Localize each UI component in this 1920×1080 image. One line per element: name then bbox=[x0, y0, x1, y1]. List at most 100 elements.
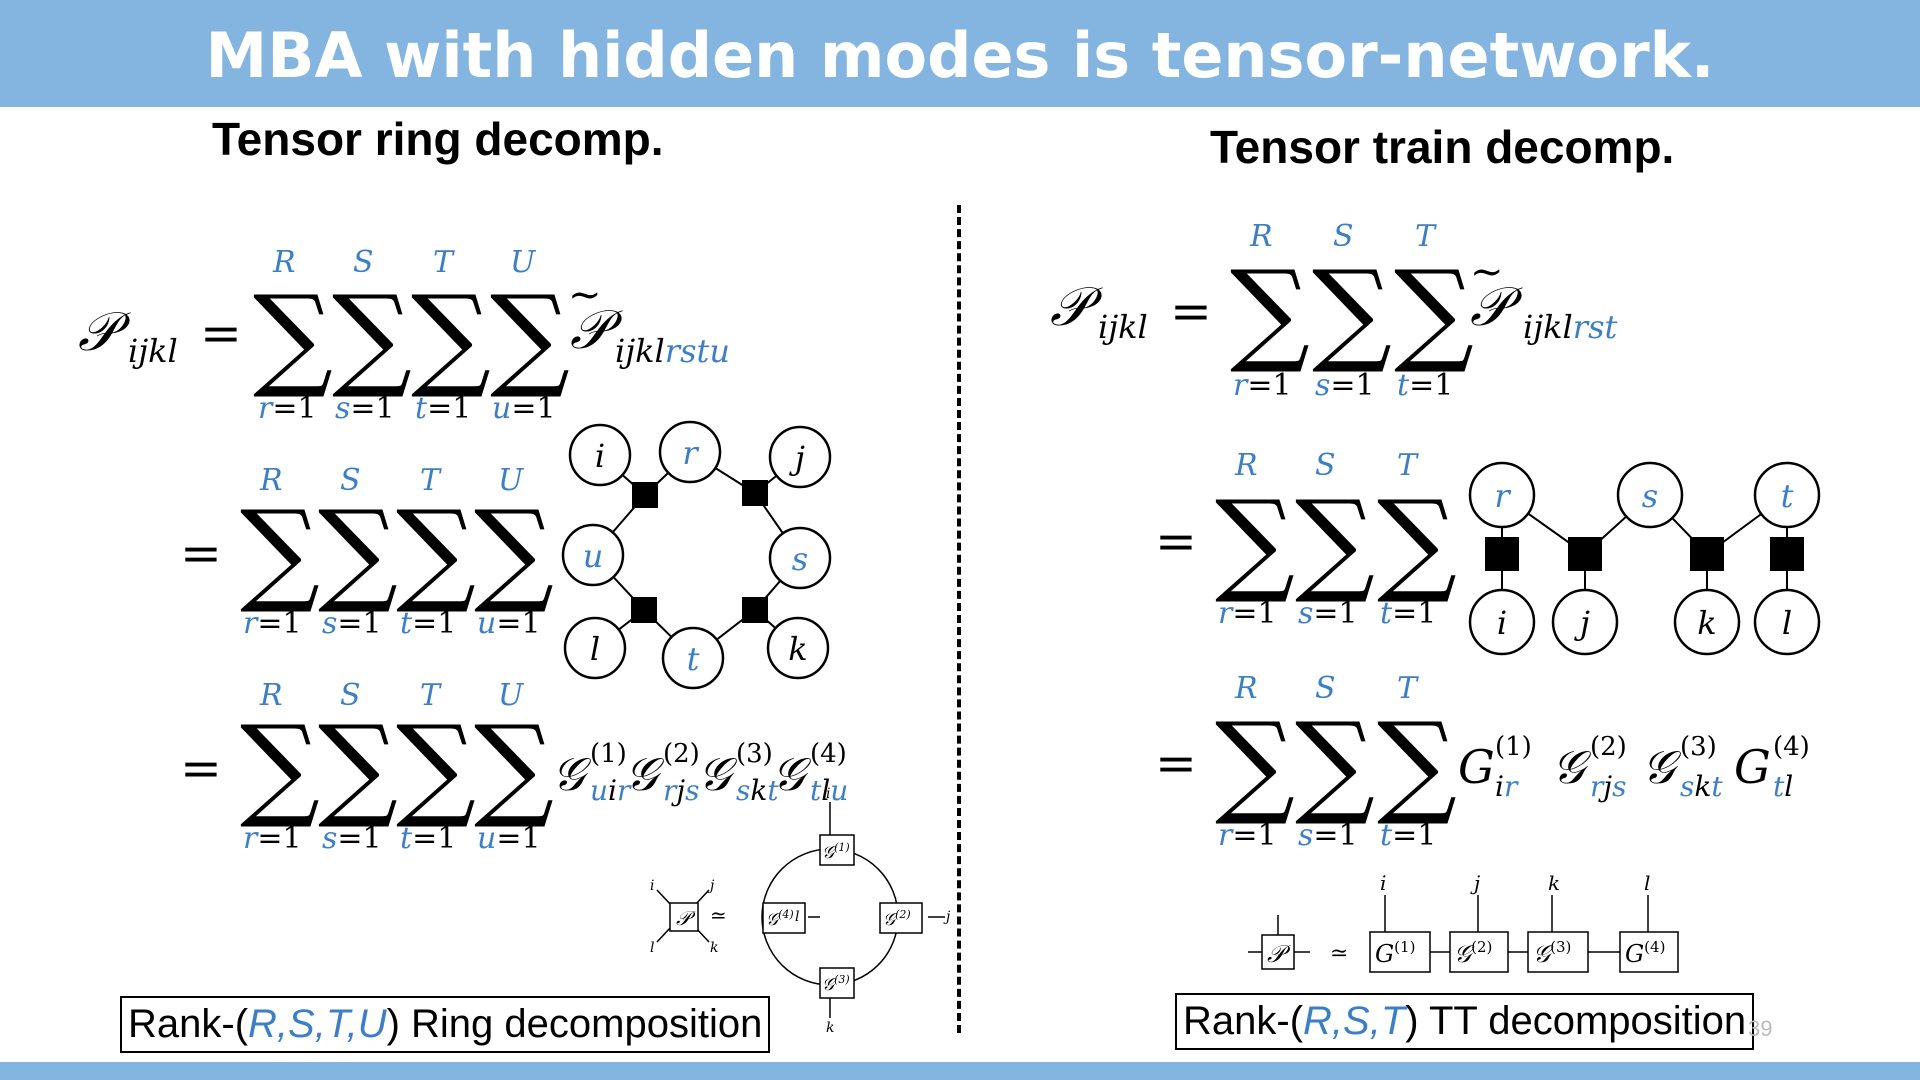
svg-text:S: S bbox=[353, 245, 374, 280]
svg-text:(3): (3) bbox=[1680, 732, 1717, 762]
svg-text:i: i bbox=[595, 437, 605, 475]
svg-text:(3): (3) bbox=[736, 739, 773, 769]
svg-text:∑: ∑ bbox=[318, 487, 398, 617]
svg-text:𝒢: 𝒢 bbox=[698, 747, 738, 801]
svg-text:s=1: s=1 bbox=[1298, 596, 1358, 631]
svg-text:ir: ir bbox=[1495, 770, 1519, 803]
svg-text:T: T bbox=[420, 678, 442, 713]
svg-text:𝒢: 𝒢 bbox=[625, 747, 665, 801]
svg-text:t: t bbox=[687, 640, 700, 678]
dashed-divider bbox=[957, 205, 961, 1033]
svg-text:tl: tl bbox=[1773, 770, 1793, 803]
svg-text:R: R bbox=[259, 678, 283, 713]
footer-bar bbox=[0, 1062, 1920, 1080]
svg-text:𝒫: 𝒫 bbox=[1050, 275, 1103, 338]
svg-text:l: l bbox=[1644, 871, 1650, 895]
svg-text:r: r bbox=[1494, 477, 1511, 515]
svg-text:R: R bbox=[1249, 219, 1273, 254]
svg-text:=: = bbox=[180, 739, 222, 797]
train-caption: Rank-(R,S,T) TT decomposition bbox=[1175, 993, 1755, 1050]
svg-text:S: S bbox=[340, 463, 361, 498]
svg-text:U: U bbox=[510, 245, 537, 280]
svg-text:r=1: r=1 bbox=[243, 821, 302, 856]
svg-text:skt: skt bbox=[736, 774, 779, 807]
svg-text:t=1: t=1 bbox=[400, 606, 456, 641]
svg-text:s=1: s=1 bbox=[335, 391, 395, 426]
svg-text:R: R bbox=[1234, 671, 1258, 706]
svg-text:G: G bbox=[1458, 740, 1495, 794]
svg-text:∑: ∑ bbox=[411, 272, 491, 402]
svg-text:(1): (1) bbox=[590, 739, 627, 769]
svg-text:t=1: t=1 bbox=[1397, 368, 1453, 403]
left-heading: Tensor ring decomp. bbox=[212, 113, 664, 165]
svg-text:(4): (4) bbox=[810, 739, 847, 769]
ring-caption: Rank-(R,S,T,U) Ring decomposition bbox=[120, 996, 771, 1053]
svg-text:𝒢: 𝒢 bbox=[552, 747, 592, 801]
svg-text:∑: ∑ bbox=[396, 702, 476, 832]
svg-text:=: = bbox=[200, 304, 242, 362]
svg-text:s=1: s=1 bbox=[1315, 368, 1375, 403]
svg-text:≃: ≃ bbox=[1330, 941, 1348, 966]
svg-text:uir: uir bbox=[590, 774, 632, 807]
svg-text:(2): (2) bbox=[663, 739, 700, 769]
svg-text:tlu: tlu bbox=[810, 774, 848, 807]
svg-text:t=1: t=1 bbox=[1380, 596, 1436, 631]
svg-text:=: = bbox=[1155, 734, 1197, 792]
svg-text:∑: ∑ bbox=[396, 487, 476, 617]
svg-text:∑: ∑ bbox=[474, 487, 554, 617]
svg-text:∑: ∑ bbox=[1215, 477, 1295, 607]
slide-title: MBA with hidden modes is tensor-network. bbox=[205, 19, 1715, 92]
svg-text:T: T bbox=[1397, 448, 1419, 483]
svg-text:∑: ∑ bbox=[1312, 247, 1392, 377]
svg-text:i: i bbox=[650, 878, 654, 894]
svg-text:k: k bbox=[1548, 871, 1560, 895]
svg-text:G: G bbox=[1734, 740, 1771, 794]
svg-text:R: R bbox=[259, 463, 283, 498]
svg-text:∑: ∑ bbox=[1377, 477, 1457, 607]
svg-text:𝒢: 𝒢 bbox=[1552, 740, 1592, 794]
svg-text:~: ~ bbox=[568, 272, 602, 318]
svg-text:R: R bbox=[272, 245, 296, 280]
page-number: 39 bbox=[1748, 1016, 1773, 1041]
svg-text:S: S bbox=[340, 678, 361, 713]
svg-text:k: k bbox=[1697, 604, 1716, 642]
svg-text:r=1: r=1 bbox=[243, 606, 302, 641]
title-bar bbox=[0, 0, 1920, 107]
svg-text:u=1: u=1 bbox=[492, 391, 556, 426]
svg-text:k: k bbox=[788, 630, 807, 668]
svg-text:ijklrstu: ijklrstu bbox=[615, 332, 730, 370]
svg-text:l: l bbox=[650, 940, 654, 956]
svg-text:∑: ∑ bbox=[474, 702, 554, 832]
svg-text:T: T bbox=[1397, 671, 1419, 706]
svg-text:(4): (4) bbox=[1773, 732, 1810, 762]
svg-text:(1): (1) bbox=[1495, 732, 1532, 762]
svg-text:k: k bbox=[710, 940, 718, 956]
svg-text:∑: ∑ bbox=[1295, 699, 1375, 829]
svg-text:R: R bbox=[1234, 448, 1258, 483]
svg-text:t=1: t=1 bbox=[415, 391, 471, 426]
svg-text:∑: ∑ bbox=[1377, 699, 1457, 829]
svg-text:T: T bbox=[420, 463, 442, 498]
svg-text:r=1: r=1 bbox=[1218, 818, 1277, 853]
svg-text:T: T bbox=[1415, 219, 1437, 254]
svg-text:l: l bbox=[795, 909, 799, 925]
right-heading: Tensor train decomp. bbox=[1210, 121, 1675, 173]
svg-text:r=1: r=1 bbox=[1233, 368, 1292, 403]
svg-text:i: i bbox=[1497, 604, 1507, 642]
svg-text:l: l bbox=[590, 630, 600, 668]
svg-text:s: s bbox=[1642, 477, 1658, 515]
svg-text:∑: ∑ bbox=[240, 487, 320, 617]
svg-text:l: l bbox=[1782, 604, 1792, 642]
svg-text:skt: skt bbox=[1680, 770, 1723, 803]
svg-text:~: ~ bbox=[1470, 249, 1504, 295]
svg-text:s=1: s=1 bbox=[1298, 818, 1358, 853]
svg-text:i: i bbox=[826, 786, 830, 802]
svg-text:u=1: u=1 bbox=[477, 606, 541, 641]
svg-text:ijkl: ijkl bbox=[1098, 308, 1148, 346]
